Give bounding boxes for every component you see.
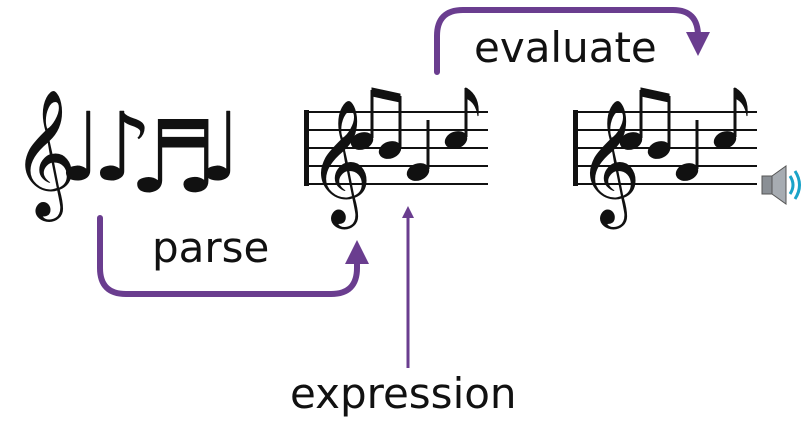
evaluate-arrow — [434, 7, 710, 75]
beamed-notes-symbol: ♬ — [128, 99, 218, 216]
expression-staff: 𝄞 — [304, 87, 488, 229]
parse-arrow — [97, 215, 369, 297]
staff-treble-clef-2: 𝄞 — [577, 99, 641, 229]
raw-music-symbols: 𝄞 ♩ ♪ ♬ ♩ — [12, 88, 243, 222]
staff-barline — [304, 110, 309, 186]
quarter-note-symbol: ♩ — [58, 93, 103, 203]
quarter-note-symbol-2: ♩ — [198, 93, 243, 203]
staff-notes-2 — [619, 87, 748, 181]
treble-clef-symbol: 𝄞 — [12, 88, 77, 222]
staff-barline-2 — [573, 110, 578, 186]
evaluated-staff: 𝄞 — [573, 87, 757, 229]
eighth-note-symbol: ♪ — [92, 93, 153, 203]
speaker-icon — [761, 165, 801, 205]
parse-label: parse — [152, 223, 269, 272]
expression-label: expression — [290, 369, 517, 418]
evaluate-label: evaluate — [474, 23, 657, 72]
staff-notes — [350, 87, 479, 181]
staff-treble-clef: 𝄞 — [308, 99, 372, 229]
